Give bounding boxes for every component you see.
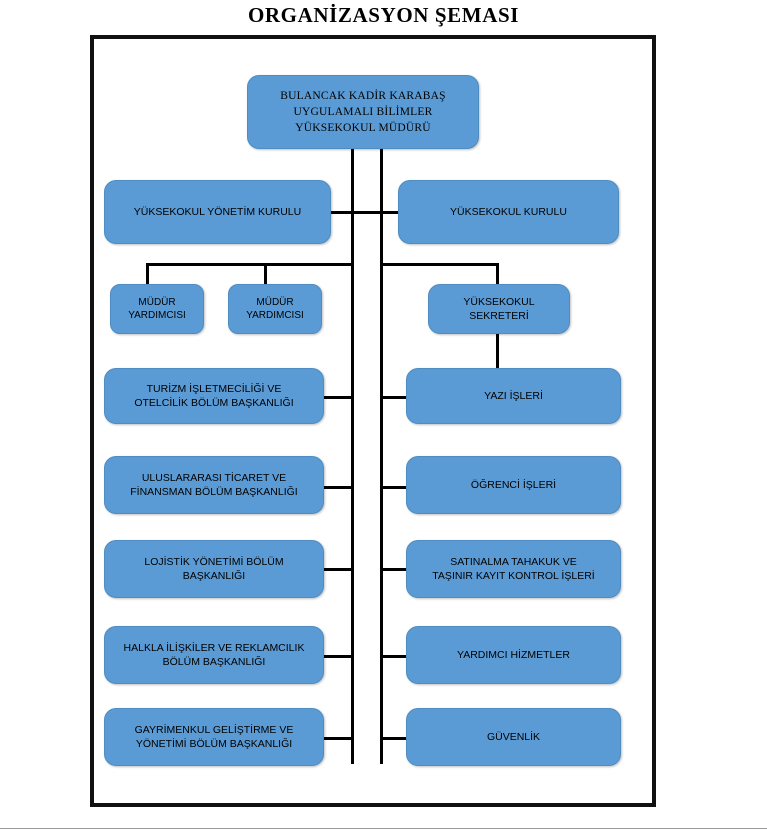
node-label: ÖĞRENCİ İŞLERİ — [470, 478, 557, 491]
node-label: GAYRİMENKUL GELİŞTİRME VE YÖNETİMİ BÖLÜM… — [134, 723, 294, 750]
node-label: SATINALMA TAHAKUK VE TAŞINIR KAYIT KONTR… — [432, 555, 595, 582]
node-label: HALKLA İLİŞKİLER VE REKLAMCILIK BÖLÜM BA… — [123, 641, 305, 668]
connector-to-satinalma — [380, 568, 408, 571]
connector-sekreteri-drop — [496, 263, 499, 284]
connector-to-turizm — [324, 396, 354, 399]
connector-mudur-yardimcisi-1-drop — [146, 263, 149, 284]
node-ogrenci-isleri[interactable]: ÖĞRENCİ İŞLERİ — [406, 456, 621, 514]
connector-sekreteri-bar — [380, 263, 498, 266]
connector-kurul-row — [351, 211, 398, 214]
connector-to-guvenlik — [380, 737, 408, 740]
node-label: YÜKSEKOKUL KURULU — [450, 205, 567, 218]
connector-mudur-yardimcisi-bar — [146, 263, 354, 266]
connector-mudur-yardimcisi-2-drop — [264, 263, 267, 284]
connector-to-yardimci-hizmetler — [380, 655, 408, 658]
connector-to-lojistik — [324, 568, 354, 571]
node-yazi-isleri[interactable]: YAZI İŞLERİ — [406, 368, 621, 424]
node-gayrimenkul-gelistirme-bolum-baskanligi[interactable]: GAYRİMENKUL GELİŞTİRME VE YÖNETİMİ BÖLÜM… — [104, 708, 324, 766]
node-turizm-isletmeciligi-bolum-baskanligi[interactable]: TURİZM İŞLETMECİLİĞİ VE OTELCİLİK BÖLÜM … — [104, 368, 324, 424]
connector-left-spine — [351, 148, 354, 764]
node-label: LOJİSTİK YÖNETİMİ BÖLÜM BAŞKANLIĞI — [144, 555, 284, 582]
node-satinalma-tahakuk-isleri[interactable]: SATINALMA TAHAKUK VE TAŞINIR KAYIT KONTR… — [406, 540, 621, 598]
node-label: BULANCAK KADİR KARABAŞ UYGULAMALI BİLİML… — [280, 89, 446, 135]
node-label: YARDIMCI HİZMETLER — [457, 648, 570, 661]
node-label: YÜKSEKOKUL SEKRETERİ — [463, 295, 535, 322]
node-mudur-yardimcisi-2[interactable]: MÜDÜR YARDIMCISI — [228, 284, 322, 334]
page-bottom-rule — [0, 828, 767, 829]
connector-to-halkla-iliskiler — [324, 655, 354, 658]
node-halkla-iliskiler-bolum-baskanligi[interactable]: HALKLA İLİŞKİLER VE REKLAMCILIK BÖLÜM BA… — [104, 626, 324, 684]
connector-to-ogrenci-isleri — [380, 486, 408, 489]
connector-sekreteri-to-yazi-isleri — [496, 334, 499, 368]
connector-to-gayrimenkul — [324, 737, 354, 740]
page-title: ORGANİZASYON ŞEMASI — [247, 3, 520, 27]
connector-right-spine — [380, 148, 383, 764]
node-mudur-yardimcisi-1[interactable]: MÜDÜR YARDIMCISI — [110, 284, 204, 334]
node-label: GÜVENLİK — [486, 730, 541, 743]
node-label: MÜDÜR YARDIMCISI — [246, 296, 304, 322]
node-lojistik-yonetimi-bolum-baskanligi[interactable]: LOJİSTİK YÖNETİMİ BÖLÜM BAŞKANLIĞI — [104, 540, 324, 598]
node-yardimci-hizmetler[interactable]: YARDIMCI HİZMETLER — [406, 626, 621, 684]
node-guvenlik[interactable]: GÜVENLİK — [406, 708, 621, 766]
node-yuksekokul-yonetim-kurulu[interactable]: YÜKSEKOKUL YÖNETİM KURULU — [104, 180, 331, 244]
connector-to-yonetim-kurulu — [330, 211, 354, 214]
connector-to-uluslararasi-ticaret — [324, 486, 354, 489]
node-uluslararasi-ticaret-bolum-baskanligi[interactable]: ULUSLARARASI TİCARET VE FİNANSMAN BÖLÜM … — [104, 456, 324, 514]
node-yuksekokul-muduru[interactable]: BULANCAK KADİR KARABAŞ UYGULAMALI BİLİML… — [247, 75, 479, 149]
node-label: TURİZM İŞLETMECİLİĞİ VE OTELCİLİK BÖLÜM … — [134, 382, 294, 409]
node-yuksekokul-sekreteri[interactable]: YÜKSEKOKUL SEKRETERİ — [428, 284, 570, 334]
node-yuksekokul-kurulu[interactable]: YÜKSEKOKUL KURULU — [398, 180, 619, 244]
node-label: YAZI İŞLERİ — [484, 389, 543, 402]
node-label: ULUSLARARASI TİCARET VE FİNANSMAN BÖLÜM … — [130, 471, 298, 498]
connector-to-yazi-isleri — [380, 396, 408, 399]
node-label: MÜDÜR YARDIMCISI — [128, 296, 186, 322]
node-label: YÜKSEKOKUL YÖNETİM KURULU — [133, 205, 302, 218]
